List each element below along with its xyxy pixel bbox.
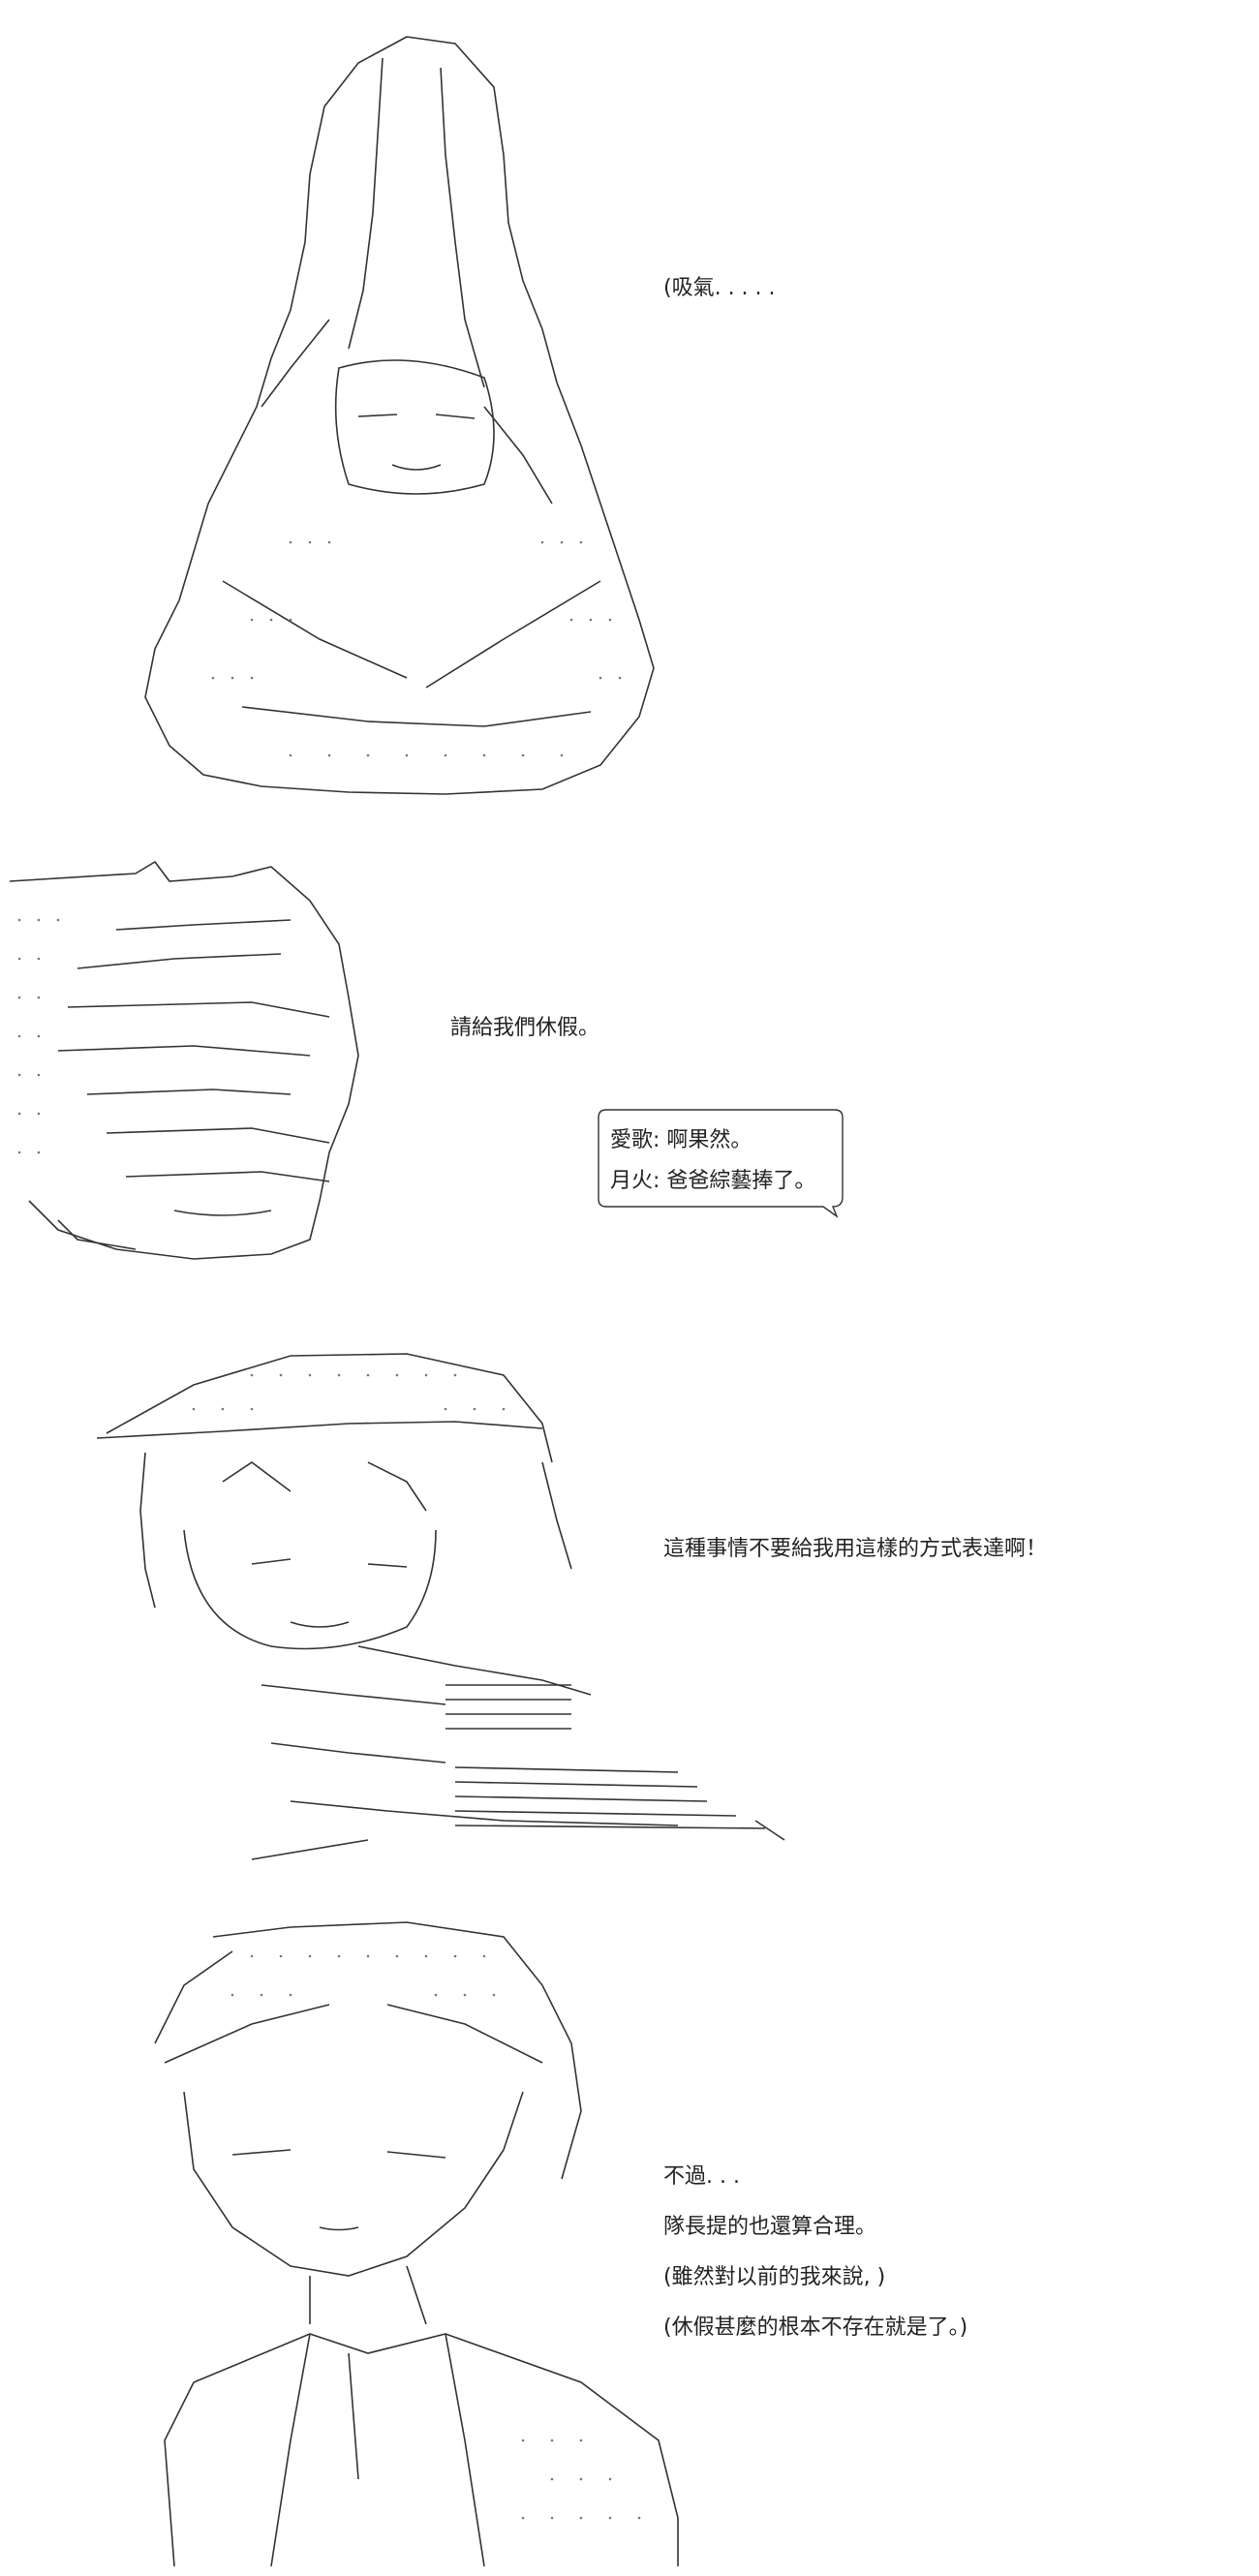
panel-2-caption: 請給我們休假。 (450, 1016, 600, 1040)
ascii-art-girl-with-cap (96, 1353, 785, 1860)
speech-bubble: 愛歌: 啊果然。 月火: 爸爸綜藝捧了。 (593, 1104, 846, 1218)
ascii-art-boy-portrait (154, 1921, 679, 2567)
panel-4-line-2: 隊長提的也還算合理。 (663, 2215, 877, 2239)
panel-3: 這種事情不要給我用這樣的方式表達啊！ (0, 1317, 1259, 1879)
panel-1-caption: (吸氣. . . . . (663, 276, 776, 300)
panel-4-line-3: (雖然對以前的我來說, ) (663, 2265, 886, 2289)
panel-4-line-4: (休假甚麼的根本不存在就是了。) (663, 2315, 968, 2340)
panel-4-line-1: 不過. . . (663, 2164, 740, 2189)
panel-4: 不過. . . 隊長提的也還算合理。 (雖然對以前的我來說, ) (休假甚麼的根… (0, 1898, 1259, 2576)
panel-3-caption: 這種事情不要給我用這樣的方式表達啊！ (663, 1537, 1048, 1561)
panel-2: 請給我們休假。 愛歌: 啊果然。 月火: 爸爸綜藝捧了。 (0, 833, 1259, 1278)
ascii-art-bowing-figure (9, 860, 359, 1260)
bubble-line-2: 月火: 爸爸綜藝捧了。 (610, 1169, 816, 1193)
panel-1: (吸氣. . . . . (0, 0, 1259, 813)
ascii-art-hooded-figure (144, 36, 655, 795)
bubble-line-1: 愛歌: 啊果然。 (610, 1128, 752, 1152)
